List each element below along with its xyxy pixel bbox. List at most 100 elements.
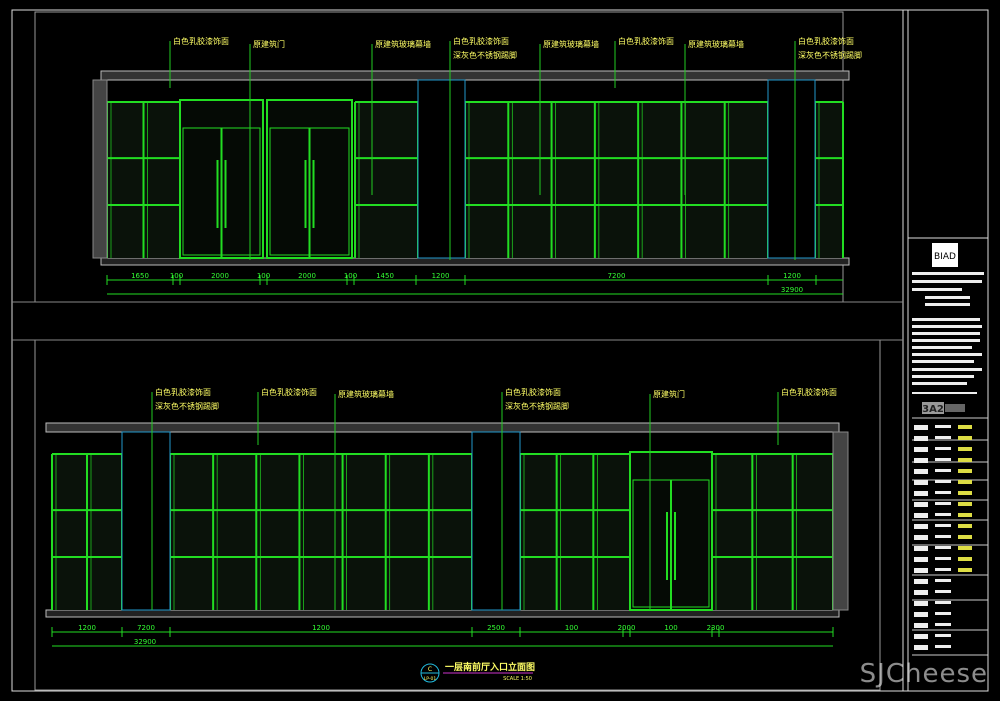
material-label: 白色乳胶漆饰面 bbox=[505, 387, 561, 397]
dimension-value: 2300 bbox=[707, 624, 725, 632]
title-block-cell bbox=[935, 568, 951, 571]
title-block-cell bbox=[935, 436, 951, 439]
title-block-signature bbox=[958, 491, 972, 495]
column-finish bbox=[121, 431, 171, 611]
title-block-cell bbox=[914, 634, 928, 639]
title-block-cell bbox=[914, 590, 928, 595]
dimension-value: 1200 bbox=[312, 624, 330, 632]
material-label: 原建筑玻璃幕墙 bbox=[688, 39, 744, 49]
title-block-cell bbox=[914, 612, 928, 617]
top-elevation: 白色乳胶漆饰面原建筑门原建筑玻璃幕墙白色乳胶漆饰面深灰色不锈钢踢脚原建筑玻璃幕墙… bbox=[92, 36, 862, 295]
title-block-signature bbox=[958, 447, 972, 451]
sheet-border bbox=[11, 9, 989, 692]
title-block-cell bbox=[935, 601, 951, 604]
floor-line bbox=[100, 257, 850, 266]
bottom-elevation: 白色乳胶漆饰面深灰色不锈钢踢脚白色乳胶漆饰面原建筑玻璃幕墙白色乳胶漆饰面深灰色不… bbox=[45, 387, 849, 647]
title-block-signature bbox=[958, 557, 972, 561]
title-block-cell bbox=[914, 546, 928, 551]
material-label: 白色乳胶漆饰面 bbox=[261, 387, 317, 397]
title-block-cell bbox=[914, 568, 928, 573]
title-block-signature bbox=[958, 513, 972, 517]
glass-panel bbox=[815, 102, 843, 258]
glass-panel bbox=[355, 102, 418, 258]
title-block-cell bbox=[935, 623, 951, 626]
title-block-cell bbox=[914, 480, 928, 485]
title-block-cell bbox=[914, 601, 928, 606]
wall-section bbox=[92, 79, 108, 259]
title-block-cell bbox=[935, 513, 951, 516]
title-block: BIAD 3A2 bbox=[908, 237, 988, 656]
floor-line bbox=[45, 609, 840, 618]
dimension-value: 2000 bbox=[211, 272, 229, 280]
drawing-title-text: 一层南前厅入口立面图 bbox=[445, 661, 535, 673]
ceiling-band bbox=[45, 422, 840, 433]
title-block-cell bbox=[914, 469, 928, 474]
title-block-text-line bbox=[912, 346, 972, 349]
dimension-value: 1200 bbox=[432, 272, 450, 280]
dimension-value: 7200 bbox=[137, 624, 155, 632]
door-leaf bbox=[269, 127, 350, 256]
title-block-cell bbox=[914, 458, 928, 463]
material-label: 白色乳胶漆饰面 bbox=[173, 36, 229, 46]
title-block-cell bbox=[914, 502, 928, 507]
title-block-cell bbox=[914, 557, 928, 562]
dimension-value: 100 bbox=[664, 624, 677, 632]
column-finish bbox=[417, 79, 466, 259]
title-block-cell bbox=[935, 502, 951, 505]
title-block-cell bbox=[914, 513, 928, 518]
title-block-cell bbox=[935, 524, 951, 527]
column-finish bbox=[767, 79, 816, 259]
title-block-cell bbox=[935, 469, 951, 472]
title-block-cell bbox=[935, 634, 951, 637]
material-label: 原建筑玻璃幕墙 bbox=[543, 39, 599, 49]
glass-panel bbox=[465, 102, 768, 258]
material-label: 白色乳胶漆饰面 bbox=[798, 36, 854, 46]
dimension-value: 1200 bbox=[783, 272, 801, 280]
title-block-text-line bbox=[925, 303, 970, 306]
section-symbol-top: C bbox=[428, 666, 432, 673]
dimension-value: 2000 bbox=[618, 624, 636, 632]
material-label: 深灰色不锈钢踢脚 bbox=[798, 50, 862, 60]
title-block-signature bbox=[958, 458, 972, 462]
title-block-signature bbox=[958, 535, 972, 539]
title-block-text-line bbox=[912, 272, 984, 275]
title-block-signature bbox=[958, 480, 972, 484]
title-block-text-line bbox=[912, 353, 982, 356]
title-block-cell bbox=[935, 579, 951, 582]
biad-logo bbox=[932, 243, 958, 267]
title-block-text-line bbox=[912, 325, 982, 328]
title-block-text-line bbox=[912, 375, 974, 378]
title-block-cell bbox=[935, 447, 951, 450]
material-label: 深灰色不锈钢踢脚 bbox=[453, 50, 517, 60]
title-block-cell bbox=[935, 557, 951, 560]
title-block-text-line bbox=[912, 332, 980, 335]
glass-panel bbox=[712, 454, 833, 610]
title-block-text-line bbox=[912, 382, 967, 385]
title-block-text-line bbox=[912, 280, 982, 283]
title-block-cell bbox=[935, 546, 951, 549]
material-label: 原建筑门 bbox=[653, 389, 685, 399]
title-block-cell bbox=[914, 425, 928, 430]
title-block-cell bbox=[914, 447, 928, 452]
biad-logo-text: BIAD bbox=[934, 252, 956, 262]
section-symbol-bottom: LP-01 bbox=[424, 676, 437, 682]
dimension-value: 100 bbox=[257, 272, 270, 280]
material-label: 原建筑门 bbox=[253, 39, 285, 49]
title-block-cell bbox=[914, 645, 928, 650]
watermark: SJCheese bbox=[859, 659, 988, 689]
title-block-text-line bbox=[912, 339, 980, 342]
door-leaf bbox=[182, 127, 261, 256]
title-block-text-line bbox=[912, 318, 980, 321]
title-block-signature bbox=[958, 425, 972, 429]
dimension-value: 2000 bbox=[298, 272, 316, 280]
title-block-cell bbox=[935, 491, 951, 494]
glass-panel bbox=[520, 454, 630, 610]
dimension-value: 1200 bbox=[78, 624, 96, 632]
dimension-total: 32900 bbox=[134, 638, 156, 646]
title-block-cell bbox=[914, 579, 928, 584]
title-block-signature bbox=[958, 469, 972, 473]
title-block-text-line bbox=[912, 288, 962, 291]
material-label: 深灰色不锈钢踢脚 bbox=[155, 401, 219, 411]
dimension-total: 32900 bbox=[781, 286, 803, 294]
